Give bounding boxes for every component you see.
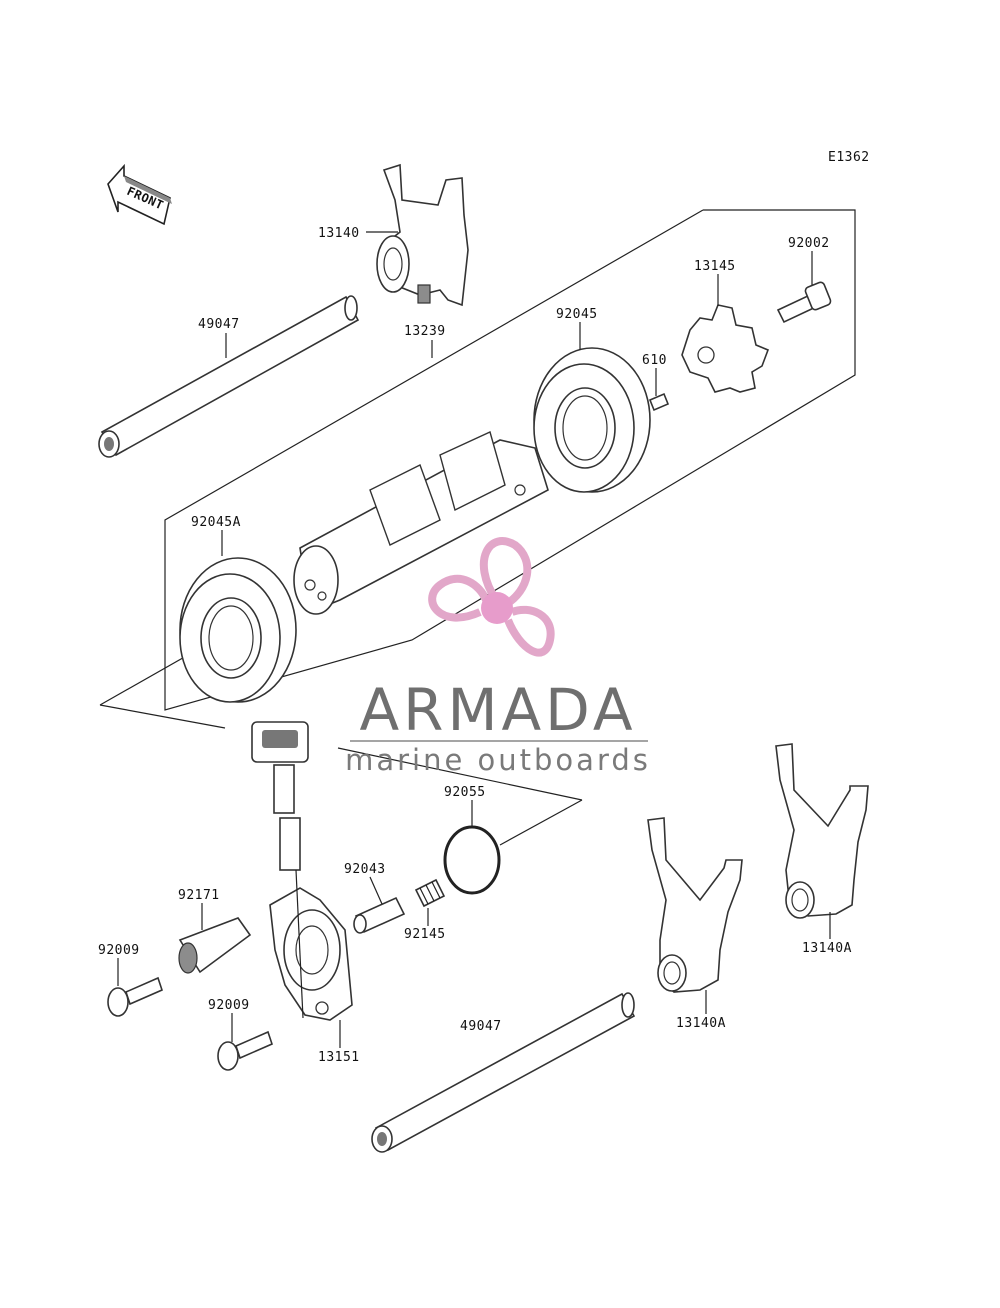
- part-label-92045: 92045: [556, 307, 598, 322]
- watermark-title: ARMADA: [359, 676, 636, 744]
- part-label-92043: 92043: [344, 862, 386, 877]
- part-label-13151: 13151: [318, 1050, 360, 1065]
- diagram-code: E1362: [828, 150, 870, 165]
- shift-drum-13239: [293, 431, 549, 615]
- part-label-92171: 92171: [178, 888, 220, 903]
- part-label-92055: 92055: [444, 785, 486, 800]
- bolt-92009-a: [107, 976, 163, 1017]
- part-labels: 13140 49047 13239 92045 13145 92002 610 …: [98, 226, 852, 1065]
- part-label-13140A-a: 13140A: [676, 1016, 726, 1031]
- part-label-92002: 92002: [788, 236, 830, 251]
- shift-fork-13140A-a: [647, 817, 743, 993]
- part-label-92009-a: 92009: [98, 943, 140, 958]
- watermark-subtitle: marine outboards: [345, 743, 651, 777]
- part-label-610: 610: [642, 353, 667, 368]
- part-label-92045A: 92045A: [191, 515, 241, 530]
- part-label-92145: 92145: [404, 927, 446, 942]
- detent-holder-13151: [251, 721, 353, 1021]
- front-arrow-icon: FRONT: [107, 163, 172, 226]
- part-label-49047-bottom: 49047: [460, 1019, 502, 1034]
- part-label-13145: 13145: [694, 259, 736, 274]
- part-label-92009-b: 92009: [208, 998, 250, 1013]
- bearing-92045A: [179, 557, 297, 703]
- part-label-13140A-b: 13140A: [802, 941, 852, 956]
- shift-fork-13140: [376, 163, 469, 307]
- screw-92002: [776, 281, 832, 324]
- collar-92171: [178, 917, 252, 974]
- armada-watermark: ARMADA marine outboards: [345, 537, 651, 777]
- propeller-logo-icon: [428, 537, 555, 657]
- pin-610: [648, 392, 670, 412]
- part-label-13239: 13239: [404, 324, 446, 339]
- shift-fork-13140A-b: [775, 743, 869, 919]
- part-label-49047-top: 49047: [198, 317, 240, 332]
- spring-92145: [414, 878, 446, 908]
- part-label-13140: 13140: [318, 226, 360, 241]
- bearing-92045: [533, 347, 651, 493]
- cam-plate-13145: [681, 304, 770, 393]
- o-ring-92055: [443, 825, 501, 895]
- shift-rod-bottom: [371, 992, 636, 1153]
- shift-rod-top: [98, 295, 360, 458]
- bolt-92009-b: [217, 1030, 273, 1071]
- leader-lines: [117, 231, 831, 1048]
- pin-92043: [353, 896, 406, 934]
- assembly-outline: [99, 209, 856, 846]
